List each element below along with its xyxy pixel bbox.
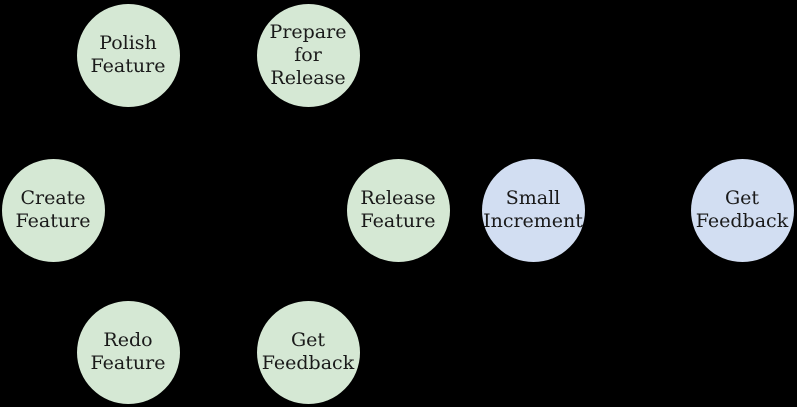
node-get-feedback-feature: Get Feedback [256,300,360,404]
node-label-release-feature: Release Feature [360,187,436,232]
node-label-polish-feature: Polish Feature [90,32,166,77]
node-polish-feature: Polish Feature [76,3,180,107]
node-release-feature: Release Feature [346,158,450,262]
node-label-redo-feature: Redo Feature [90,329,166,374]
node-small-increment: Small Increment [481,158,585,262]
node-label-small-increment: Small Increment [483,187,583,232]
node-redo-feature: Redo Feature [76,300,180,404]
node-label-get-feedback-feature: Get Feedback [261,329,355,374]
node-get-feedback-increment: Get Feedback [690,158,794,262]
node-create-feature: Create Feature [1,158,105,262]
node-label-create-feature: Create Feature [15,187,91,232]
node-label-get-feedback-increment: Get Feedback [695,187,789,232]
node-prepare-for-release: Prepare for Release [256,3,360,107]
node-label-prepare-for-release: Prepare for Release [269,20,347,89]
